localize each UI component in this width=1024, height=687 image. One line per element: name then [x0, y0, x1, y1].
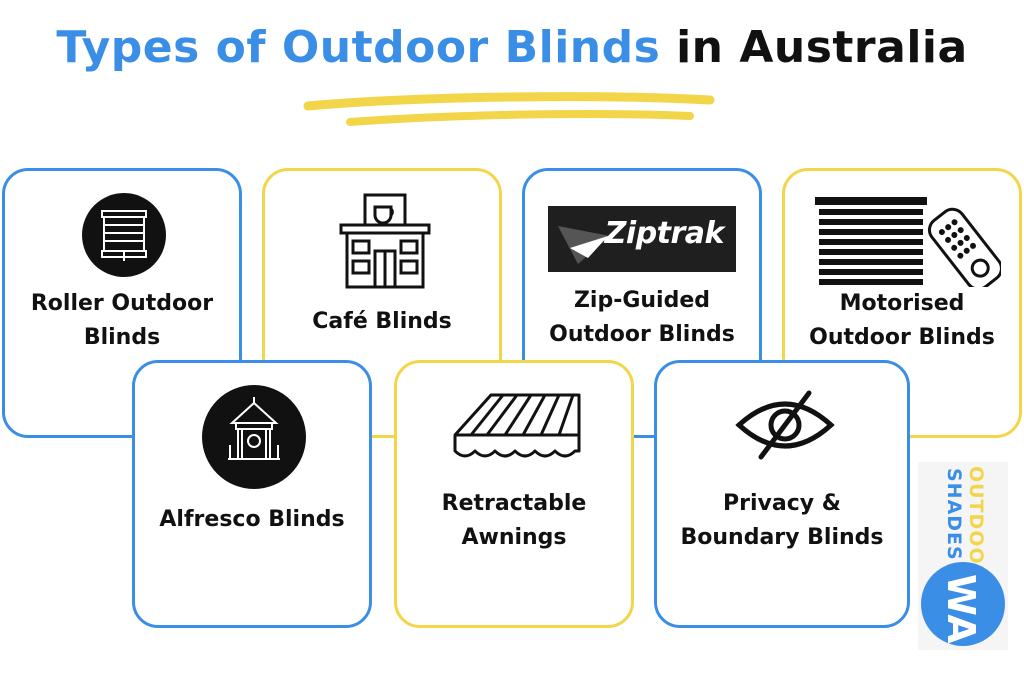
card-label-line-1: Café Blinds: [312, 309, 452, 334]
ziptrak-logo: Ziptrak: [548, 206, 736, 272]
card-retractable-awnings: Retractable Awnings: [394, 360, 634, 628]
card-label-line-1: Retractable: [441, 491, 587, 516]
logo-line-2: SHADES: [943, 468, 965, 561]
card-label-line-1: Zip-Guided: [573, 288, 711, 313]
card-label-line-1: Alfresco Blinds: [159, 507, 345, 532]
card-alfresco-blinds: Alfresco Blinds: [132, 360, 372, 628]
card-label-line-2: Blinds: [83, 325, 161, 350]
eye-slash-icon: [735, 390, 835, 460]
ziptrak-swoosh-icon: [558, 226, 610, 264]
card-roller-outdoor-blinds: Roller Outdoor Blinds: [2, 168, 242, 438]
outdoor-shades-wa-logo: OUTDOOR SHADES WA: [918, 462, 1008, 650]
awning-icon: [453, 393, 581, 458]
card-label-line-1: Privacy &: [723, 491, 841, 516]
card-label-line-2: Awnings: [461, 525, 567, 550]
ziptrak-brand-text: Ziptrak: [604, 216, 725, 251]
blinds-remote-icon: [815, 197, 1001, 287]
logo-line-1: OUTDOOR: [965, 466, 987, 580]
title-highlight: Types of Outdoor Blinds: [56, 22, 661, 73]
card-label-line-2: Outdoor Blinds: [549, 322, 735, 347]
card-privacy-boundary-blinds: Privacy & Boundary Blinds: [654, 360, 910, 628]
card-label-line-2: Boundary Blinds: [680, 525, 884, 550]
title-underline: [303, 92, 715, 126]
pavilion-icon: [202, 385, 306, 489]
roller-blind-icon: [82, 193, 166, 277]
logo-mark: WA: [939, 574, 983, 644]
card-label-line-1: Motorised: [839, 291, 965, 316]
card-label-line-2: Outdoor Blinds: [809, 325, 995, 350]
card-label-line-1: Roller Outdoor: [30, 291, 214, 316]
title-rest: in Australia: [660, 22, 968, 73]
page-title: Types of Outdoor Blinds in Australia: [0, 22, 1024, 73]
cafe-storefront-icon: [339, 193, 431, 289]
